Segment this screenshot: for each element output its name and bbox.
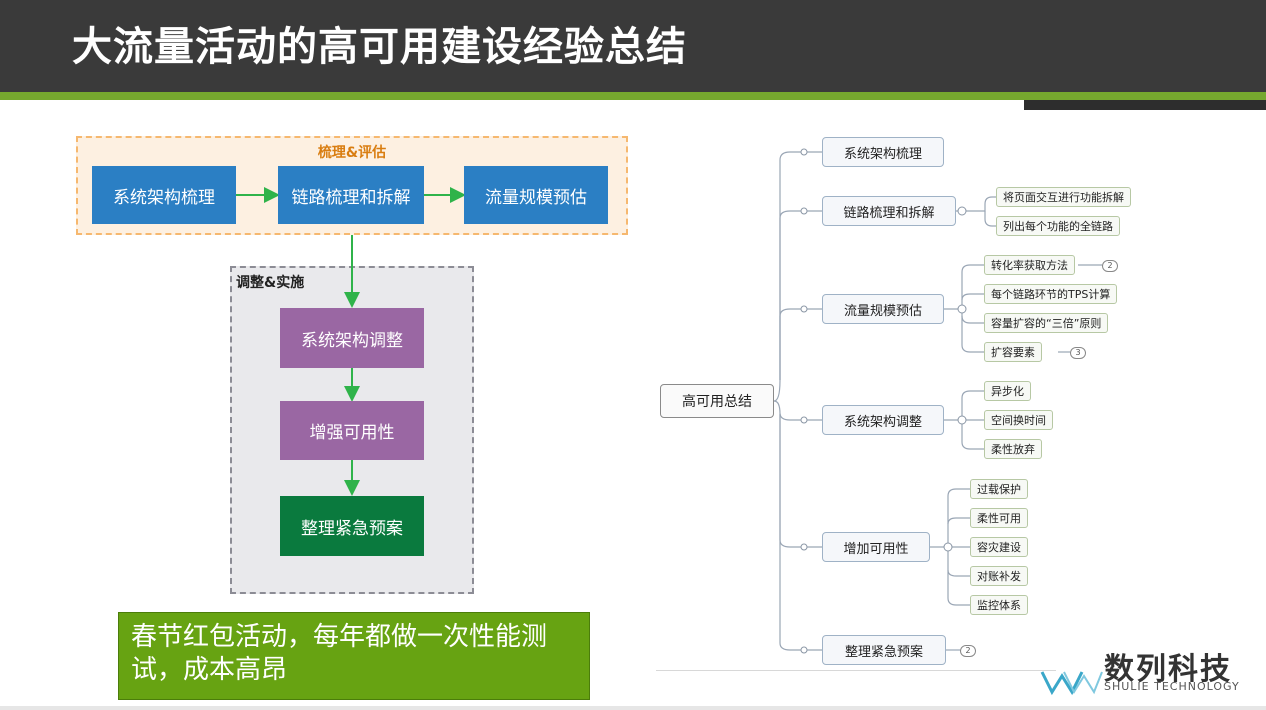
step-link-breakdown: 链路梳理和拆解 [278, 166, 424, 224]
step-enhance-availability: 增强可用性 [280, 401, 424, 460]
count-badge: 2 [1102, 260, 1118, 272]
mindmap-leaf: 对账补发 [970, 566, 1028, 586]
mindmap-leaf: 转化率获取方法 [984, 255, 1075, 275]
mindmap-branch-availability: 增加可用性 [822, 532, 930, 562]
mindmap-branch-traffic-estimate: 流量规模预估 [822, 294, 944, 324]
mindmap-leaf: 过载保护 [970, 479, 1028, 499]
mindmap-leaf: 异步化 [984, 381, 1031, 401]
company-logo-icon [1040, 671, 1103, 696]
mindmap-leaf: 柔性可用 [970, 508, 1028, 528]
group-assess-label: 梳理&评估 [317, 145, 387, 161]
step-emergency-plan: 整理紧急预案 [280, 496, 424, 556]
mindmap-leaf: 空间换时间 [984, 410, 1053, 430]
mindmap-branch-architecture-review: 系统架构梳理 [822, 137, 944, 167]
step-traffic-estimate: 流量规模预估 [464, 166, 608, 224]
mindmap-leaf: 将页面交互进行功能拆解 [996, 187, 1131, 207]
page-title: 大流量活动的高可用建设经验总结 [72, 24, 687, 70]
step-architecture-review: 系统架构梳理 [92, 166, 236, 224]
mindmap-leaf: 容量扩容的“三倍”原则 [984, 313, 1109, 333]
note-box: 春节红包活动，每年都做一次性能测试，成本高昂 [118, 612, 590, 700]
mindmap-branch-emergency-plan: 整理紧急预案 [822, 635, 946, 665]
accent-bar [0, 92, 1266, 100]
header-bar: 大流量活动的高可用建设经验总结 [0, 0, 1266, 92]
mindmap-leaf: 列出每个功能的全链路 [996, 216, 1120, 236]
mindmap-branch-architecture-adjust: 系统架构调整 [822, 405, 944, 435]
step-architecture-adjust: 系统架构调整 [280, 308, 424, 368]
mindmap-leaf: 容灾建设 [970, 537, 1028, 557]
group-implement-label: 调整&实施 [236, 275, 305, 291]
mindmap-leaf: 每个链路环节的TPS计算 [984, 284, 1118, 304]
count-badge: 3 [1070, 347, 1086, 359]
mindmap-leaf: 监控体系 [970, 595, 1028, 615]
mindmap-leaf: 扩容要素 [984, 342, 1042, 362]
logo-text: 数列科技 [1104, 652, 1232, 687]
mindmap-baseline [656, 670, 1056, 671]
count-badge: 2 [960, 645, 976, 657]
mindmap-root: 高可用总结 [660, 384, 774, 418]
bottom-divider [0, 706, 1266, 710]
accent-strip [1024, 100, 1266, 110]
mindmap-branch-link-breakdown: 链路梳理和拆解 [822, 196, 956, 226]
logo-subtitle: SHULIE TECHNOLOGY [1104, 680, 1240, 693]
mindmap-leaf: 柔性放弃 [984, 439, 1042, 459]
